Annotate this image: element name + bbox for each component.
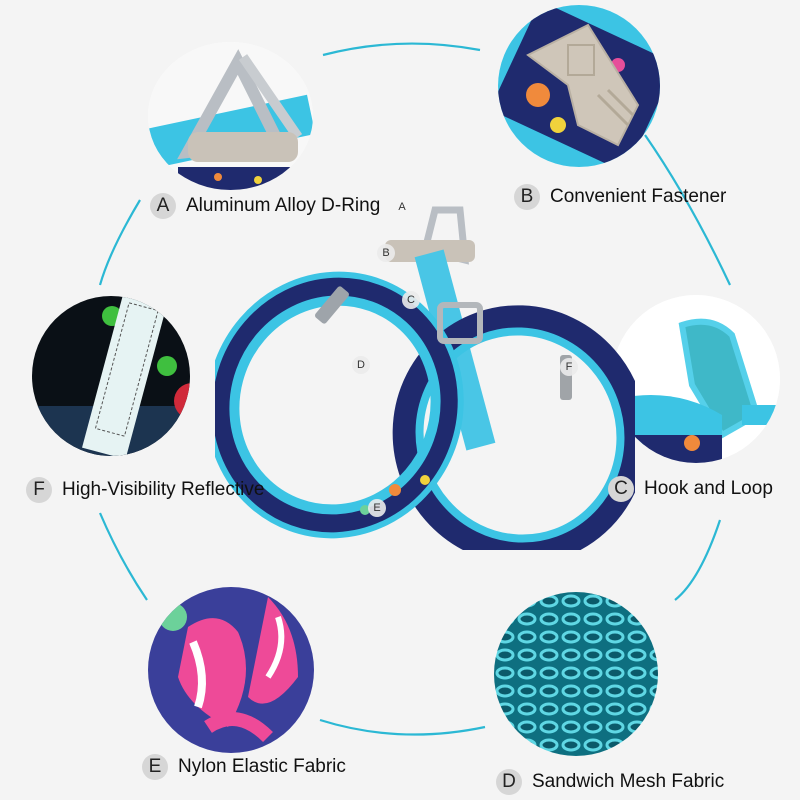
harness-pin-a: A xyxy=(398,201,406,213)
letter-badge: B xyxy=(514,184,540,210)
feature-label-a: A Aluminum Alloy D-Ring xyxy=(150,193,380,219)
letter-badge: E xyxy=(142,754,168,780)
letter-badge: F xyxy=(26,477,52,503)
printed-fabric-closeup-image xyxy=(148,587,314,753)
harness-illustration xyxy=(215,206,635,550)
letter-badge: C xyxy=(608,476,634,502)
letter-badge: A xyxy=(150,193,176,219)
feature-label-text: Sandwich Mesh Fabric xyxy=(532,771,725,792)
feature-label-text: Aluminum Alloy D-Ring xyxy=(186,195,381,216)
harness-pin-d: D xyxy=(352,356,370,374)
reflective-strip-closeup-image xyxy=(32,296,190,456)
feature-label-text: Convenient Fastener xyxy=(550,186,727,207)
feature-label-e: E Nylon Elastic Fabric xyxy=(142,754,346,780)
harness-pin-b: B xyxy=(377,244,395,262)
mesh-fabric-closeup-image xyxy=(494,592,658,756)
buckle-closeup-image xyxy=(498,5,660,167)
feature-label-b: B Convenient Fastener xyxy=(514,184,726,210)
feature-label-d: D Sandwich Mesh Fabric xyxy=(496,769,724,795)
harness-pin-c: C xyxy=(402,291,420,309)
velcro-closeup-image xyxy=(612,295,780,463)
feature-label-text: High-Visibility Reflective xyxy=(62,479,265,500)
harness-pin-e: E xyxy=(368,499,386,517)
feature-label-text: Hook and Loop xyxy=(644,478,773,499)
feature-label-c: C Hook and Loop xyxy=(608,476,773,502)
feature-label-f: F High-Visibility Reflective xyxy=(26,477,264,503)
letter-badge: D xyxy=(496,769,522,795)
harness-pin-f: F xyxy=(560,358,578,376)
d-ring-closeup-image xyxy=(148,42,313,190)
feature-label-text: Nylon Elastic Fabric xyxy=(178,756,346,777)
